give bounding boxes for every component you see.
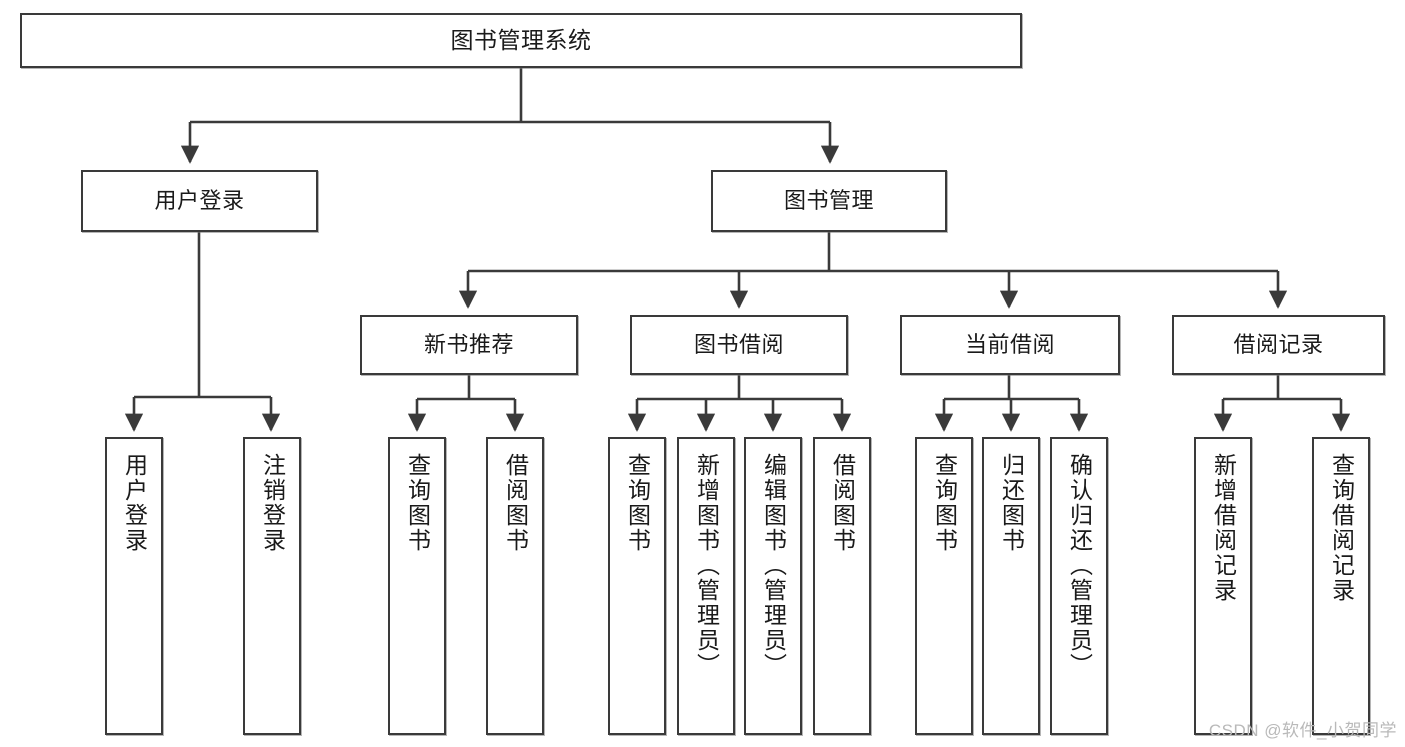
node-root-system[interactable]: 图书管理系统 [20, 13, 1022, 68]
node-user-login[interactable]: 用户登录 [81, 170, 318, 232]
leaf-return-books[interactable]: 归还图书 [982, 437, 1040, 735]
node-label: 借阅记录 [1233, 332, 1324, 358]
node-label: 查询图书 [404, 453, 431, 553]
node-label: 新书推荐 [423, 332, 514, 358]
node-current-borrowing[interactable]: 当前借阅 [900, 315, 1120, 375]
leaf-edit-book-admin[interactable]: 编辑图书（管理员） [744, 437, 802, 735]
leaf-borrow-books-borrowing[interactable]: 借阅图书 [813, 437, 871, 735]
node-label: 归还图书 [998, 453, 1025, 553]
node-new-book-recommendation[interactable]: 新书推荐 [360, 315, 578, 375]
node-label: 确认归还（管理员） [1066, 453, 1093, 678]
leaf-query-borrow-record[interactable]: 查询借阅记录 [1312, 437, 1370, 735]
leaf-query-books-borrowing[interactable]: 查询图书 [608, 437, 666, 735]
node-label: 用户登录 [121, 453, 148, 553]
node-label: 图书管理 [783, 188, 874, 214]
watermark: CSDN @软件_小贺同学 [1208, 721, 1397, 740]
leaf-logout[interactable]: 注销登录 [243, 437, 301, 735]
node-label: 查询图书 [931, 453, 958, 553]
node-label: 图书管理系统 [450, 26, 592, 53]
node-label: 查询借阅记录 [1328, 453, 1355, 603]
node-borrow-records[interactable]: 借阅记录 [1172, 315, 1385, 375]
node-label: 查询图书 [624, 453, 651, 553]
node-label: 新增借阅记录 [1210, 453, 1237, 603]
leaf-confirm-return-admin[interactable]: 确认归还（管理员） [1050, 437, 1108, 735]
leaf-borrow-books-recommendation[interactable]: 借阅图书 [486, 437, 544, 735]
leaf-query-books-recommendation[interactable]: 查询图书 [388, 437, 446, 735]
leaf-add-book-admin[interactable]: 新增图书（管理员） [677, 437, 735, 735]
node-label: 编辑图书（管理员） [760, 453, 787, 678]
node-label: 借阅图书 [829, 453, 856, 553]
node-label: 借阅图书 [502, 453, 529, 553]
node-label: 新增图书（管理员） [693, 453, 720, 678]
leaf-user-login[interactable]: 用户登录 [105, 437, 163, 735]
node-label: 当前借阅 [964, 332, 1055, 358]
node-label: 用户登录 [154, 188, 245, 214]
node-label: 图书借阅 [693, 332, 784, 358]
node-label: 注销登录 [259, 453, 286, 553]
leaf-query-books-current[interactable]: 查询图书 [915, 437, 973, 735]
node-book-borrowing[interactable]: 图书借阅 [630, 315, 848, 375]
node-book-management[interactable]: 图书管理 [711, 170, 947, 232]
leaf-add-borrow-record[interactable]: 新增借阅记录 [1194, 437, 1252, 735]
